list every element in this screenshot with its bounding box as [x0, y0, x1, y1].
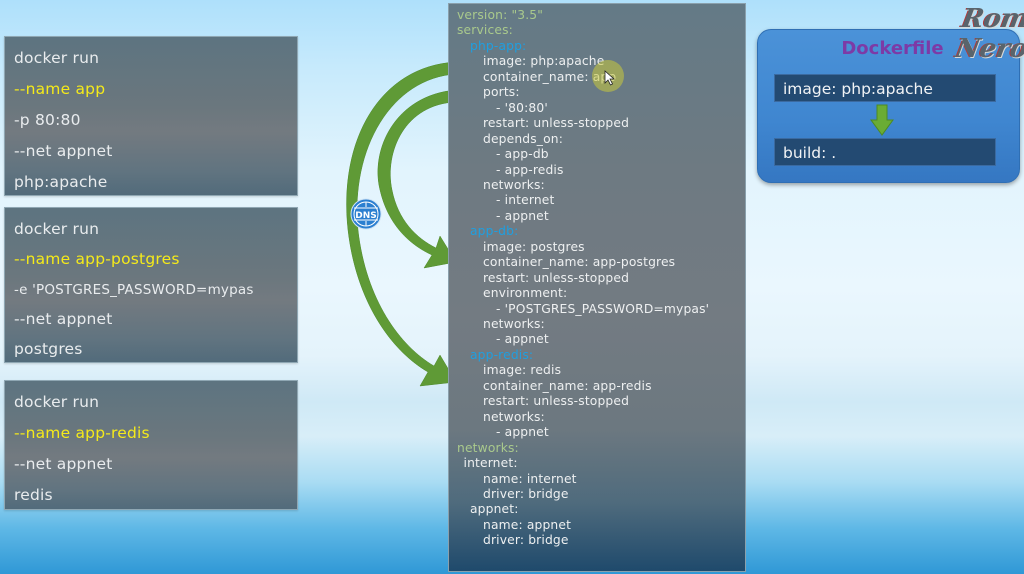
docker-run-panel-app: docker run --name app -p 80:80 --net appnet…	[4, 36, 298, 196]
yaml-line: environment:	[483, 286, 568, 301]
docker-compose-yaml-panel: version: "3.5"services:php-app:image: ph…	[448, 3, 746, 572]
yaml-line: networks:	[483, 409, 545, 424]
yaml-line: name: appnet	[483, 517, 572, 532]
yaml-line: restart: unless-stopped	[483, 394, 630, 409]
command-line: --net appnet	[14, 455, 113, 473]
dns-globe-icon: DNS	[350, 198, 382, 230]
docker-run-panel-postgres: docker run --name app-postgres -e 'POSTGRE…	[4, 207, 298, 363]
yaml-line: driver: bridge	[483, 533, 569, 548]
dns-label: DNS	[355, 211, 377, 221]
yaml-top-key: networks:	[457, 440, 519, 455]
yaml-service-key: app-db:	[470, 224, 519, 239]
yaml-top-key: services:	[457, 23, 513, 38]
yaml-line: depends_on:	[483, 131, 564, 146]
yaml-line: container_name: app-redis	[483, 378, 652, 393]
yaml-top-key: version: "3.5"	[457, 8, 544, 22]
arrow-php-to-db	[377, 89, 457, 269]
command-line: -e 'POSTGRES_PASSWORD=mypas	[14, 282, 254, 298]
dockerfile-card: Dockerfile image: php:apache build: .	[757, 29, 1020, 183]
yaml-line: container_name: app-postgres	[483, 255, 676, 270]
yaml-line: appnet:	[470, 502, 519, 517]
command-line: docker run	[14, 393, 100, 411]
dockerfile-title: Dockerfile	[841, 38, 944, 59]
yaml-line: image: redis	[483, 363, 562, 378]
yaml-line: - appnet	[496, 425, 549, 440]
yaml-line: image: php:apache	[483, 54, 605, 69]
yaml-line: - internet	[496, 193, 555, 208]
command-name-flag: --name app	[14, 80, 106, 98]
yaml-line: - appnet	[496, 208, 549, 223]
yaml-line: name: internet	[483, 471, 577, 486]
yaml-service-key: php-app:	[470, 38, 527, 53]
yaml-line: - 'POSTGRES_PASSWORD=mypas'	[496, 301, 710, 316]
command-name-flag: --name app-postgres	[14, 250, 180, 268]
yaml-line: - appnet	[496, 332, 549, 347]
yaml-line: - '80:80'	[496, 100, 548, 115]
yaml-service-key: app-redis:	[470, 347, 534, 362]
yaml-line: restart: unless-stopped	[483, 270, 630, 285]
yaml-line: - app-db	[496, 147, 549, 162]
command-line: -p 80:80	[14, 111, 81, 129]
command-line: php:apache	[14, 173, 108, 191]
yaml-line: networks:	[483, 317, 545, 331]
mouse-pointer-icon	[604, 70, 616, 86]
dockerfile-build-row: build: .	[774, 138, 996, 166]
yaml-line: internet:	[463, 456, 518, 471]
yaml-line: - app-redis	[496, 162, 564, 177]
logo-line-1: Rom	[959, 4, 1024, 34]
command-line: docker run	[14, 49, 100, 67]
docker-run-panel-redis: docker run --name app-redis --net appnet re…	[4, 380, 298, 510]
yaml-line: networks:	[483, 177, 545, 192]
command-line: --net appnet	[14, 142, 113, 160]
yaml-line: driver: bridge	[483, 486, 569, 501]
command-line: docker run	[14, 220, 100, 238]
arrow-down-icon	[870, 104, 894, 136]
romnero-logo: Rom Nero	[950, 4, 1024, 70]
command-line: postgres	[14, 340, 83, 358]
yaml-line: restart: unless-stopped	[483, 116, 630, 131]
command-line: redis	[14, 486, 53, 504]
command-line: --net appnet	[14, 310, 113, 328]
command-name-flag: --name app-redis	[14, 424, 150, 442]
dockerfile-image-row: image: php:apache	[774, 74, 996, 102]
yaml-line: ports:	[483, 85, 520, 100]
logo-line-2: Nero	[953, 34, 1024, 64]
yaml-line: image: postgres	[483, 239, 585, 254]
